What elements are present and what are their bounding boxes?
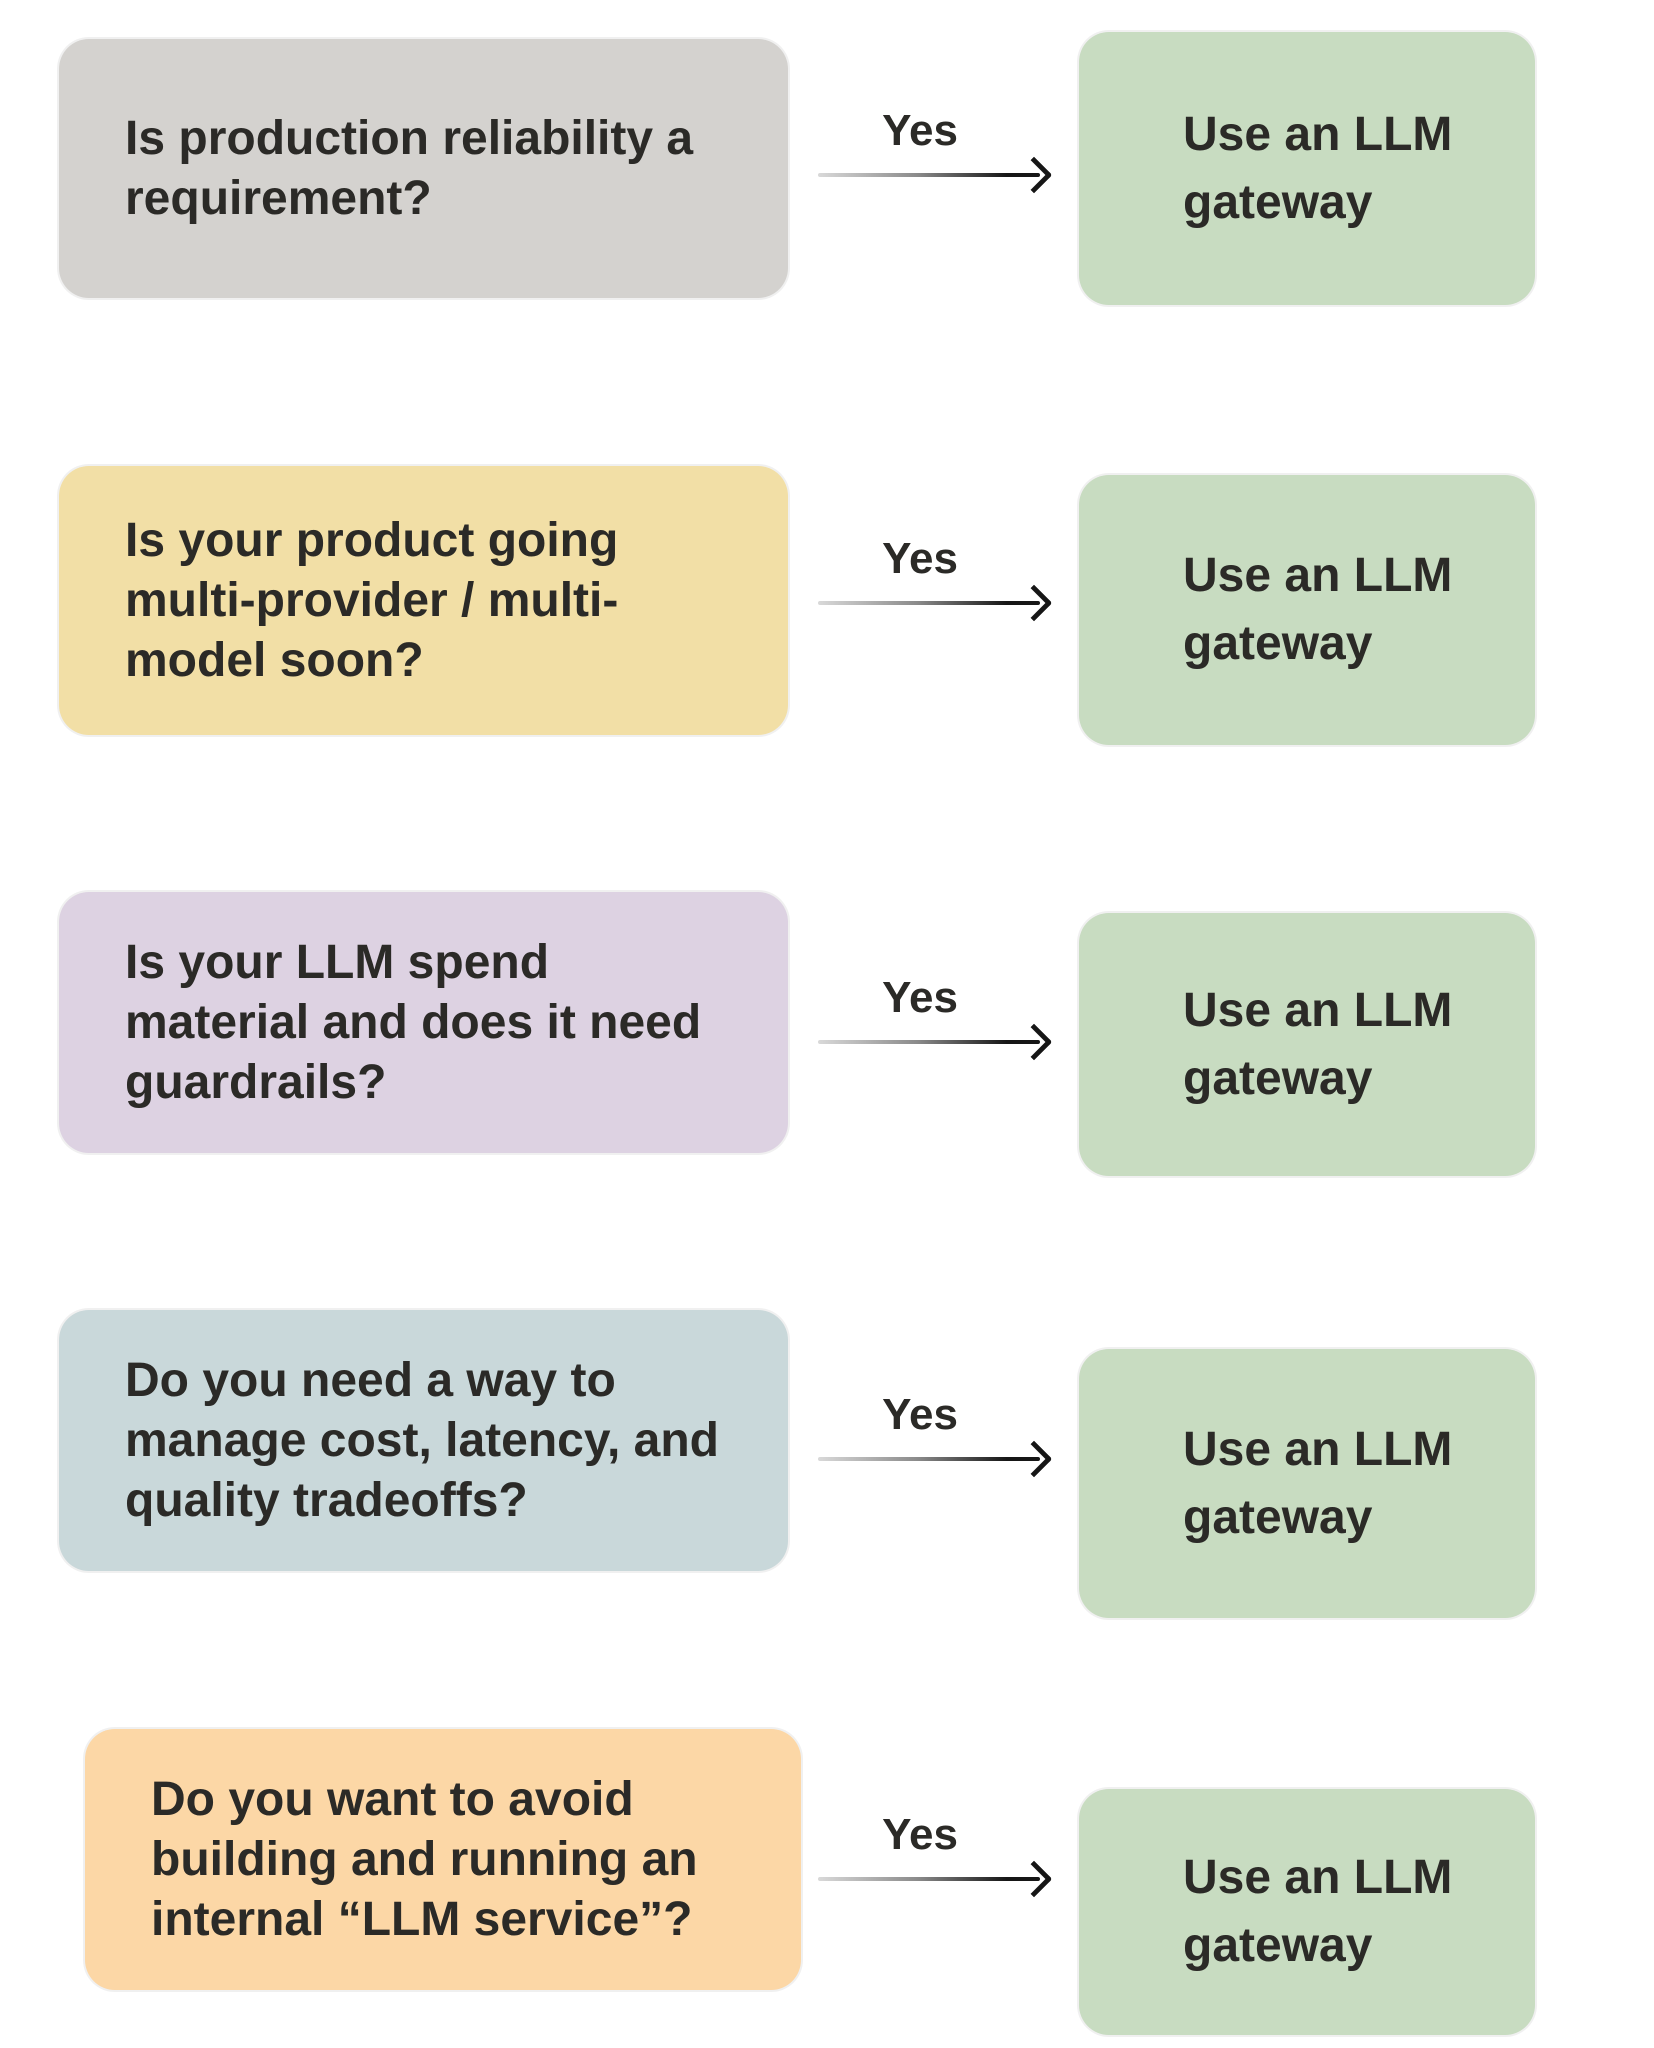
question-box-4: Do you need a way to manage cost, latenc…: [57, 1308, 790, 1573]
question-text-5: Do you want to avoid building and runnin…: [151, 1772, 698, 1946]
flow-arrow-line-3: [818, 1040, 1040, 1044]
question-box-2: Is your product going multi-provider / m…: [57, 464, 790, 737]
result-text-4: Use an LLM gateway: [1183, 1422, 1453, 1544]
flow-arrow-line-5: [818, 1877, 1040, 1881]
question-box-5: Do you want to avoid building and runnin…: [83, 1727, 803, 1992]
flow-arrow-head-icon-3: [1015, 1023, 1053, 1061]
result-text-1: Use an LLM gateway: [1183, 107, 1453, 229]
flow-arrow-head-icon-2: [1015, 584, 1053, 622]
question-text-4: Do you need a way to manage cost, latenc…: [125, 1353, 719, 1527]
yes-label-3: Yes: [882, 973, 958, 1022]
question-text-2: Is your product going multi-provider / m…: [125, 513, 619, 687]
question-box-1: Is production reliability a requirement?: [57, 37, 790, 300]
yes-label-4: Yes: [882, 1390, 958, 1439]
flow-arrow-head-icon-4: [1015, 1440, 1053, 1478]
question-text-3: Is your LLM spend material and does it n…: [125, 935, 702, 1109]
flow-arrow-line-2: [818, 601, 1040, 605]
yes-label-1: Yes: [882, 106, 958, 155]
flow-arrow-line-1: [818, 173, 1040, 177]
flow-arrow-line-4: [818, 1457, 1040, 1461]
result-box-2: Use an LLM gateway: [1077, 473, 1537, 747]
result-box-5: Use an LLM gateway: [1077, 1787, 1537, 2037]
flow-arrow-head-icon-5: [1015, 1860, 1053, 1898]
result-box-1: Use an LLM gateway: [1077, 30, 1537, 307]
result-text-2: Use an LLM gateway: [1183, 549, 1453, 670]
result-text-3: Use an LLM gateway: [1183, 983, 1453, 1105]
yes-label-2: Yes: [882, 534, 958, 583]
question-text-1: Is production reliability a requirement?: [125, 111, 694, 225]
flow-arrow-head-icon-1: [1015, 156, 1053, 194]
question-box-3: Is your LLM spend material and does it n…: [57, 890, 790, 1155]
result-text-5: Use an LLM gateway: [1183, 1851, 1453, 1972]
yes-label-5: Yes: [882, 1810, 958, 1859]
result-box-4: Use an LLM gateway: [1077, 1347, 1537, 1620]
result-box-3: Use an LLM gateway: [1077, 911, 1537, 1178]
